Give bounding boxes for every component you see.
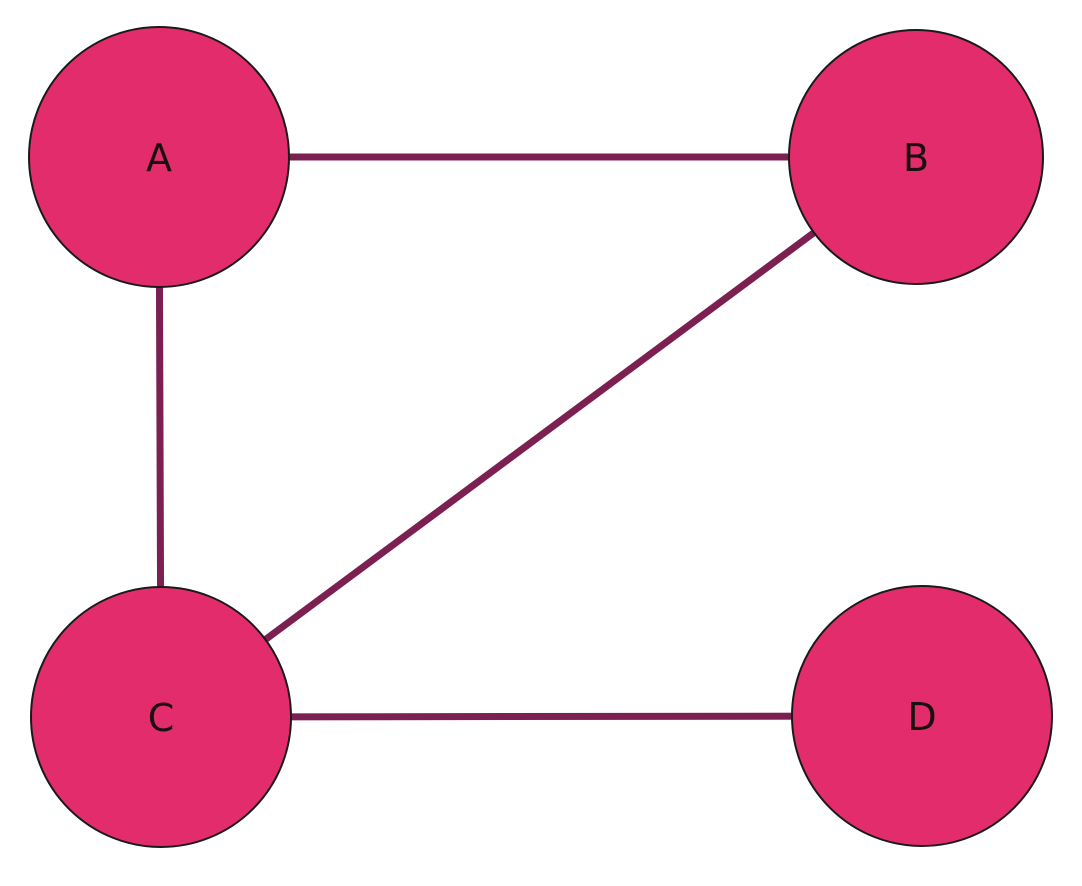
graph-node-d[interactable]: D <box>791 585 1053 847</box>
graph-edge-c-b <box>158 154 919 720</box>
node-circle-b[interactable] <box>788 29 1044 285</box>
edges-layer <box>155 153 923 721</box>
graph-node-a[interactable]: A <box>28 26 290 288</box>
node-circle-c[interactable] <box>30 586 292 848</box>
graph-node-c[interactable]: C <box>30 586 292 848</box>
node-circle-d[interactable] <box>791 585 1053 847</box>
graph-node-b[interactable]: B <box>788 29 1044 285</box>
node-circle-a[interactable] <box>28 26 290 288</box>
nodes-layer: A B C D <box>28 26 1053 848</box>
